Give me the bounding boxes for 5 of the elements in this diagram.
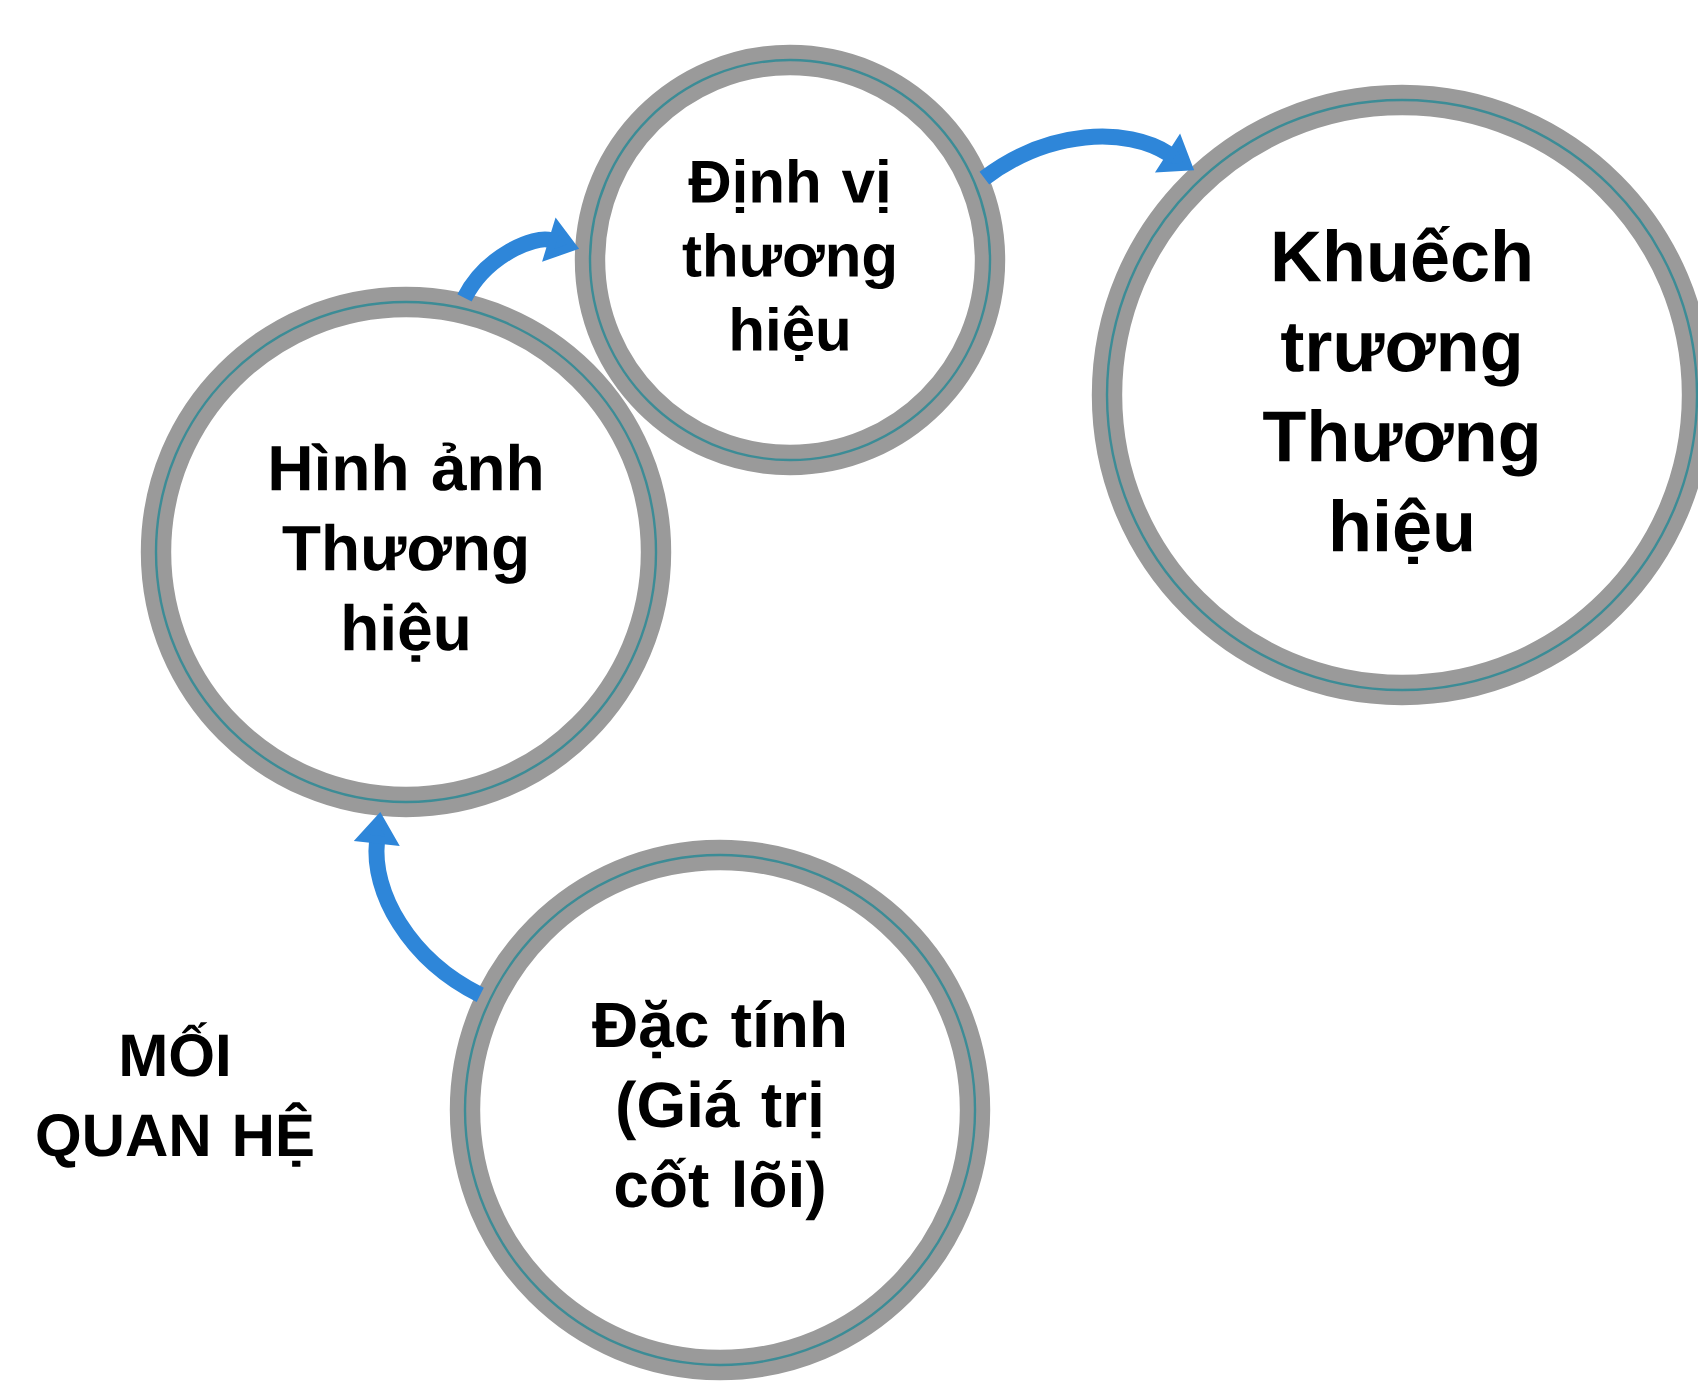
circle-node: Đặc tính (Giá trị cốt lõi) — [449, 839, 991, 1381]
circle-node: Hình ảnh Thương hiệu — [140, 286, 672, 818]
circle-node: Khuếch trương Thương hiệu — [1091, 84, 1698, 706]
title-text: MỐI QUAN HỆ — [37, 1022, 313, 1168]
circle-node: Định vị thương hiệu — [574, 44, 1006, 476]
